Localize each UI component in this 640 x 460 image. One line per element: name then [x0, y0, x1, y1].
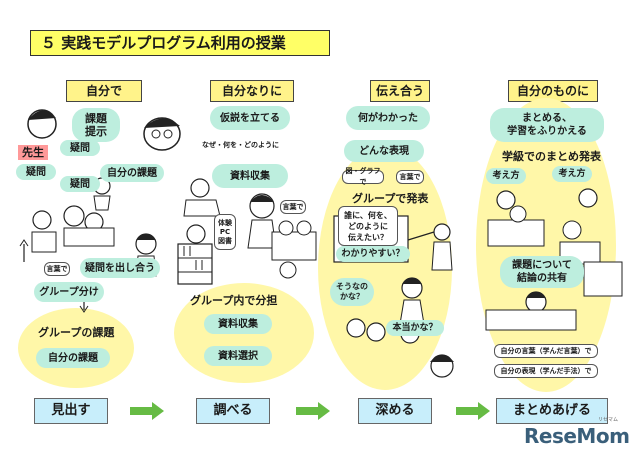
- bubble-share-questions: 疑問を出し合う: [80, 258, 160, 278]
- bubble-group-division: グループ分け: [34, 282, 104, 302]
- bubble-really: 本当かな？: [386, 320, 444, 336]
- label-by-words-3: 言葉で: [396, 170, 424, 184]
- bubble-what-understood: 何がわかった: [346, 106, 430, 130]
- stage-deepen: 深める: [358, 398, 432, 424]
- phase-header-4: 自分のものに: [508, 80, 598, 102]
- bubble-data-collection: 資料収集: [204, 314, 272, 334]
- bubble-way-of-thinking-2: 考え方: [552, 166, 592, 182]
- logo-subtext: リセマム: [598, 417, 619, 423]
- phase-header-3: 伝え合う: [370, 80, 430, 102]
- label-why-what-how: なぜ・何を・どのように: [202, 141, 279, 149]
- label-experience-pc-library: 体験 PC 図書: [214, 214, 236, 250]
- bubble-data-selection: 資料選択: [204, 346, 272, 366]
- diagram-title: ５ 実践モデルプログラム利用の授業: [30, 30, 330, 56]
- arrow-right-icon: [130, 402, 164, 420]
- bubble-is-that-so: そうなの かな？: [330, 278, 374, 306]
- bubble-question-1: 疑問: [60, 140, 100, 156]
- teacher-label: 先生: [18, 145, 48, 160]
- bubble-question-3: 疑問: [60, 176, 100, 192]
- phase-header-2: 自分なりに: [210, 80, 294, 102]
- bubble-task-presentation: 課題 提示: [72, 108, 120, 142]
- box-to-whom: 誰に、何を、 どのように 伝えたい？: [338, 206, 398, 246]
- bubble-what-expression: どんな表現: [344, 140, 424, 162]
- label-own-expression: 自分の表現（学んだ手法）で: [494, 364, 598, 378]
- bubble-share-conclusion: 課題について 結論の共有: [500, 256, 584, 288]
- stage-complete: まとめあげる: [496, 398, 608, 424]
- label-own-words: 自分の言葉（学んだ言葉）で: [494, 344, 598, 358]
- label-by-words-1: 言葉で: [44, 262, 70, 276]
- bubble-question-2: 疑問: [16, 164, 56, 180]
- bubble-own-task-top: 自分の課題: [100, 164, 164, 182]
- label-group-division: グループ内で分担: [190, 294, 278, 307]
- bubble-data-collection-top: 資料収集: [212, 164, 288, 188]
- label-by-chart: 図・グラフで: [342, 167, 384, 186]
- research-illustration: [177, 178, 317, 285]
- bubble-summarize-reflect: まとめる、 学習をふりかえる: [490, 108, 604, 142]
- arrow-right-icon: [296, 402, 330, 420]
- label-class-summary: 学級でのまとめ発表: [502, 150, 601, 163]
- label-by-words-2: 言葉で: [280, 200, 306, 214]
- label-group-task: グループの課題: [38, 326, 115, 339]
- label-group-presentation: グループで発表: [352, 192, 429, 205]
- phase-header-1: 自分で: [66, 80, 142, 102]
- oval-sharing: [318, 146, 452, 390]
- bubble-way-of-thinking-1: 考え方: [486, 168, 526, 184]
- stage-investigate: 調べる: [196, 398, 270, 424]
- stage-discover: 見出す: [34, 398, 108, 424]
- bubble-hypothesis: 仮説を立てる: [210, 106, 290, 130]
- bubble-own-task: 自分の課題: [36, 348, 110, 368]
- bubble-easy-to-understand: わかりやすい？: [336, 246, 410, 262]
- arrow-right-icon: [456, 402, 490, 420]
- resemom-logo: ReseMom: [524, 424, 630, 448]
- summary-illustration: [485, 188, 623, 331]
